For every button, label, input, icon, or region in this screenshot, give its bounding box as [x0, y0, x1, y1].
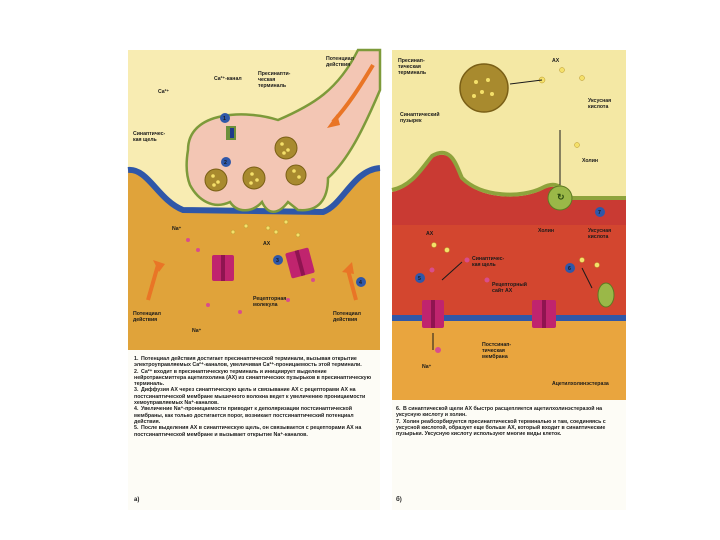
panel-b-caption: 6.В синаптической щели АХ быстро расщепл… — [396, 406, 622, 437]
label-ach-left-b: АХ — [426, 231, 434, 237]
label-ach: АХ — [263, 241, 271, 247]
step-2: 2 — [224, 160, 227, 166]
step-7: 7 — [598, 210, 601, 216]
label-na-ion-b: Na⁺ — [422, 364, 432, 370]
label-na-ion: Na⁺ — [192, 328, 202, 334]
label-ca-ion: Ca²⁺ — [158, 89, 169, 95]
caption-a-5: 5.После выделения АХ в синаптическую щел… — [134, 425, 376, 438]
label-choline-top: Холин — [582, 158, 598, 164]
panel-a-caption: 1.Потенциал действия достигает пресинапт… — [134, 356, 376, 438]
panel-a-letter: а) — [134, 497, 139, 503]
panel-b: ↻ — [392, 50, 626, 510]
label-acetylcholinesterase: Ацетилхолинэстераза — [552, 381, 609, 387]
step-1: 1 — [223, 116, 226, 122]
ca-channel-core — [230, 128, 234, 138]
caption-b-7: 7.Холин реабсорбируется пресинаптической… — [396, 419, 622, 438]
caption-a-2: 2.Ca²⁺ входит в пресинаптическую термина… — [134, 369, 376, 388]
receptor-channel-b-right — [532, 300, 556, 328]
panel-b-diagram: ↻ — [392, 50, 626, 400]
panel-a: 1 2 3 4 Ca²⁺ Ca²⁺-канал Пресинапти-ческа… — [128, 50, 380, 510]
step-4: 4 — [359, 280, 362, 286]
panel-b-letter: б) — [396, 497, 402, 503]
label-ca-channel: Ca²⁺-канал — [214, 76, 242, 82]
label-choline-mid: Холин — [538, 228, 554, 234]
caption-b-6: 6.В синаптической щели АХ быстро расщепл… — [396, 406, 622, 419]
muscle-lower-b — [392, 321, 626, 400]
label-na-channel: Na⁺ — [172, 226, 182, 232]
step-3: 3 — [276, 258, 279, 264]
caption-a-4: 4.Увеличение Na⁺-проницаемости приводит … — [134, 406, 376, 425]
receptor-channel-b-left — [422, 300, 444, 328]
receptor-channel-left — [212, 255, 234, 281]
label-ach-b: АХ — [552, 58, 560, 64]
recycle-icon: ↻ — [557, 192, 565, 202]
step-5: 5 — [418, 276, 421, 282]
panel-a-diagram: 1 2 3 4 Ca²⁺ Ca²⁺-канал Пресинапти-ческа… — [128, 50, 380, 350]
step-6: 6 — [568, 266, 571, 272]
synaptic-vesicle-b — [460, 64, 508, 112]
caption-a-1: 1.Потенциал действия достигает пресинапт… — [134, 356, 376, 369]
caption-a-3: 3.Диффузия АХ через синаптическую щель и… — [134, 387, 376, 406]
acetylcholinesterase-enzyme — [598, 283, 614, 307]
